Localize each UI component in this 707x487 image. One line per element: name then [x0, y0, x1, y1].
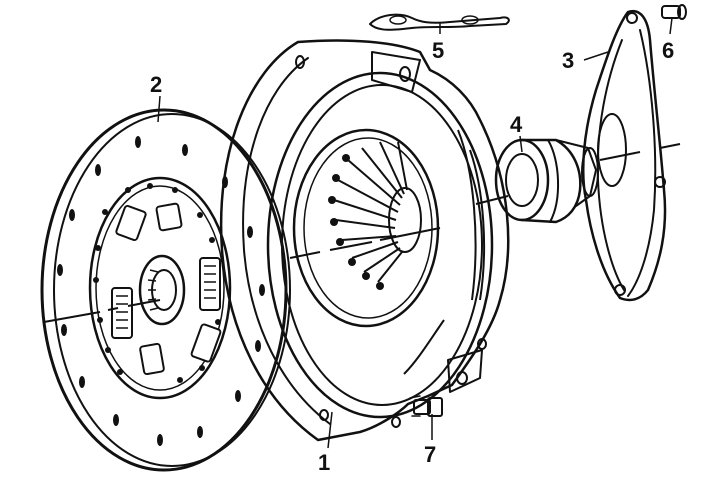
callout-4: 4 — [510, 112, 523, 137]
leader-lines — [157, 17, 673, 449]
pivot-pin — [661, 4, 687, 20]
callout-3: 3 — [562, 48, 574, 73]
spring-clip — [369, 13, 510, 31]
callout-6: 6 — [662, 38, 674, 63]
leader-line-2 — [157, 95, 161, 123]
mounting-bolt — [409, 395, 443, 417]
callout-5: 5 — [432, 38, 444, 63]
pressure-plate-assembly — [219, 39, 510, 442]
centre-axis-line — [43, 143, 681, 323]
leader-line-4 — [519, 135, 523, 153]
callout-2: 2 — [150, 72, 162, 97]
clutch-disc-assembly — [40, 108, 291, 472]
leader-line-1 — [327, 411, 333, 449]
callout-1: 1 — [318, 450, 330, 475]
leader-line-6 — [669, 17, 673, 35]
callout-7: 7 — [424, 442, 436, 467]
leader-line-3 — [583, 51, 609, 61]
release-fork — [582, 9, 667, 302]
callout-labels: 1 2 3 4 5 6 7 — [150, 38, 674, 475]
